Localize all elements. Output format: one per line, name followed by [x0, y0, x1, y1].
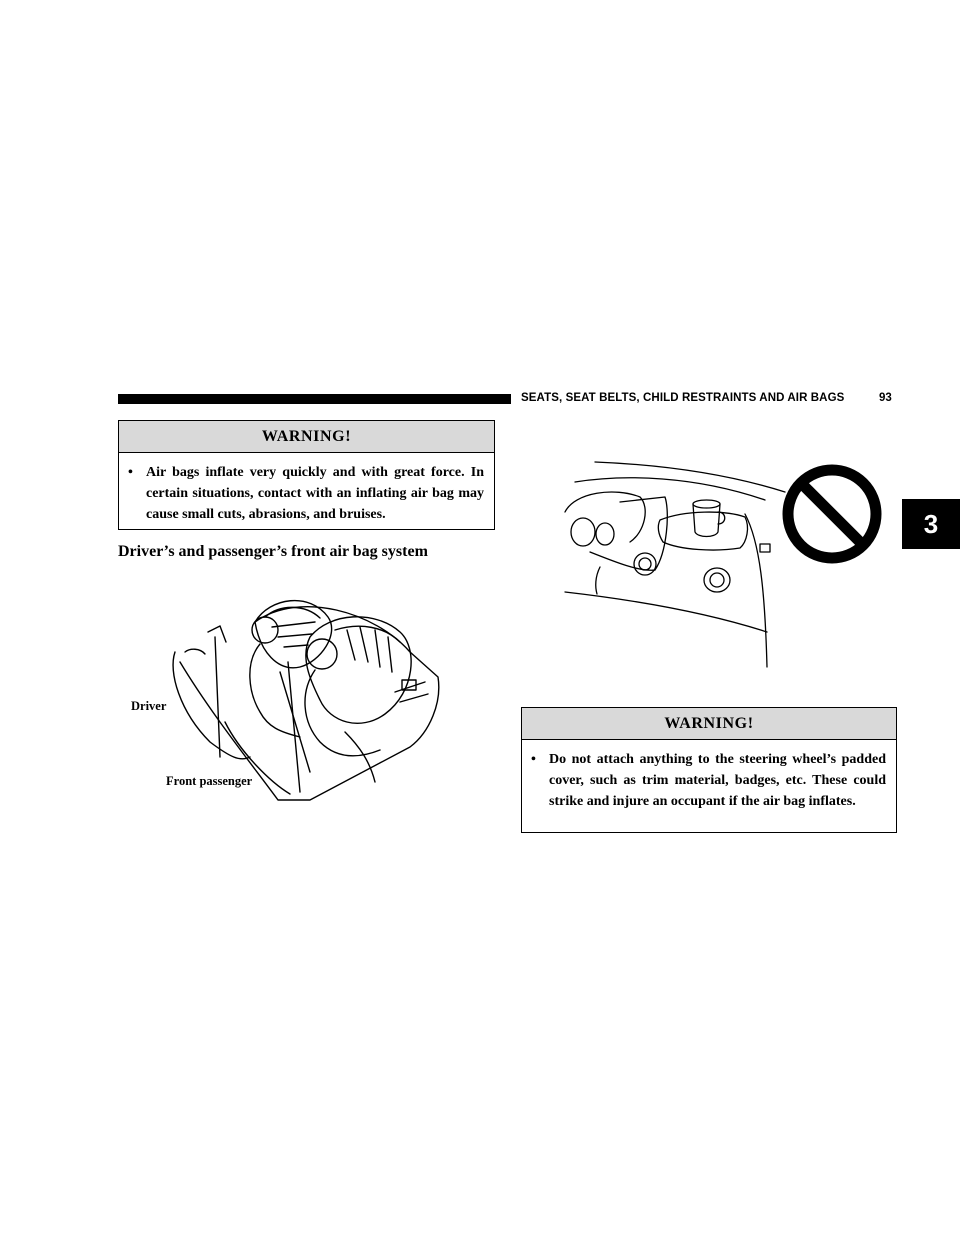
warning-body: • Do not attach anything to the steering… [522, 740, 896, 821]
warning-title: WARNING! [119, 421, 494, 453]
warning-box-steering-wheel-cover: WARNING! • Do not attach anything to the… [521, 707, 897, 833]
warning-body: • Air bags inflate very quickly and with… [119, 453, 494, 534]
airbag-cover-object-illustration [564, 461, 786, 668]
warning-item: • Do not attach anything to the steering… [531, 749, 886, 812]
warning-title: WARNING! [522, 708, 896, 740]
warning-text: Do not attach anything to the steering w… [549, 752, 886, 809]
header-rule [118, 394, 511, 404]
bullet: • [128, 465, 133, 480]
warning-item: • Air bags inflate very quickly and with… [128, 462, 484, 525]
running-header-title: SEATS, SEAT BELTS, CHILD RESTRAINTS AND … [521, 392, 845, 404]
section-heading: Driver’s and passenger’s front air bag s… [118, 543, 428, 560]
warning-box-airbag-force: WARNING! • Air bags inflate very quickly… [118, 420, 495, 530]
warning-text: Air bags inflate very quickly and with g… [146, 465, 484, 522]
label-driver: Driver [131, 699, 167, 713]
bullet: • [531, 752, 536, 767]
airbag-system-illustration [172, 599, 440, 801]
page-number: 93 [879, 392, 892, 404]
prohibition-icon [782, 464, 882, 564]
chapter-tab: 3 [902, 499, 960, 549]
label-front-passenger: Front passenger [166, 774, 253, 788]
